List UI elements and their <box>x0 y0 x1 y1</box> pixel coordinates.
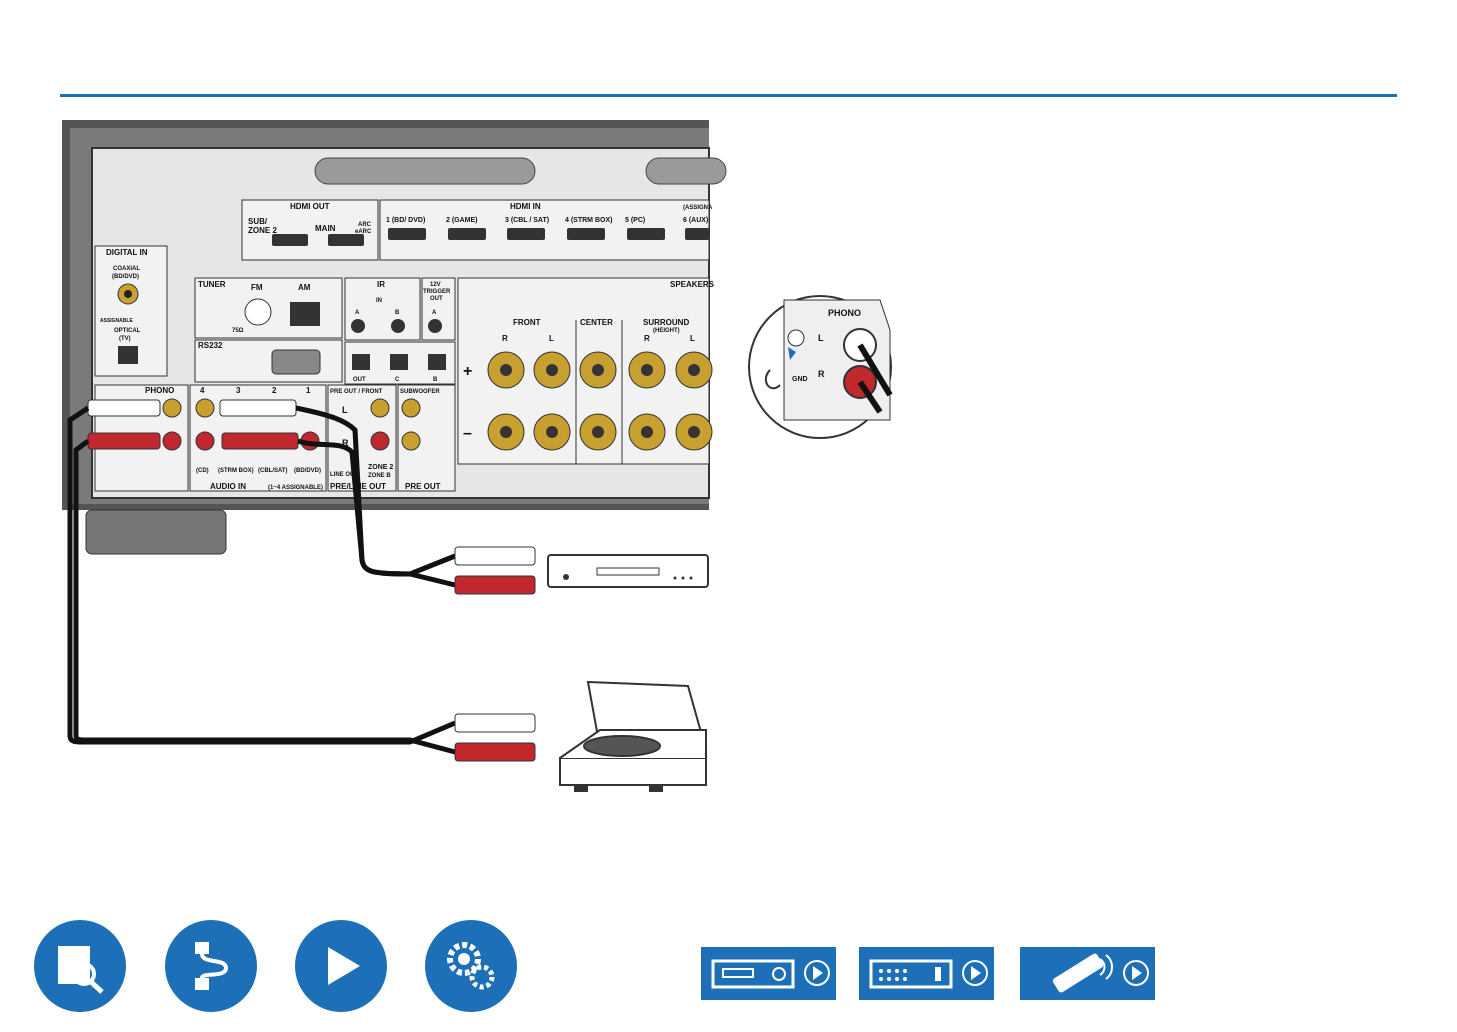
svg-text:(ASSIGNA: (ASSIGNA <box>683 205 713 211</box>
svg-text:1 (BD/ DVD): 1 (BD/ DVD) <box>386 217 425 224</box>
svg-text:OUT: OUT <box>430 296 443 302</box>
cable-connection-icon[interactable] <box>165 920 257 1012</box>
svg-text:CENTER: CENTER <box>580 318 613 327</box>
svg-text:SUBWOOFER: SUBWOOFER <box>400 389 440 395</box>
svg-text:6 (AUX): 6 (AUX) <box>683 217 708 224</box>
svg-text:(TV): (TV) <box>119 336 131 342</box>
svg-text:FM: FM <box>251 283 263 292</box>
svg-text:ZONE B: ZONE B <box>368 473 391 479</box>
header-rule <box>60 94 1397 97</box>
svg-text:PRE OUT / FRONT: PRE OUT / FRONT <box>330 389 383 395</box>
svg-text:SPEAKERS: SPEAKERS <box>670 280 715 289</box>
svg-text:PRE OUT: PRE OUT <box>405 482 441 491</box>
svg-text:PHONO: PHONO <box>145 386 174 395</box>
inset-phono-label: PHONO <box>828 308 861 318</box>
turntable-plugs <box>454 713 536 762</box>
svg-text:L: L <box>549 334 554 343</box>
svg-text:R: R <box>342 438 349 448</box>
svg-text:(1~4 ASSIGNABLE): (1~4 ASSIGNABLE) <box>268 485 323 491</box>
svg-text:AM: AM <box>298 283 311 292</box>
svg-text:(STRM BOX): (STRM BOX) <box>218 468 254 474</box>
svg-text:3 (CBL / SAT): 3 (CBL / SAT) <box>505 217 549 224</box>
svg-text:SURROUND: SURROUND <box>643 318 689 327</box>
svg-text:3: 3 <box>236 386 241 395</box>
svg-text:R: R <box>502 334 508 343</box>
svg-text:ZONE 2: ZONE 2 <box>248 226 277 235</box>
svg-text:COAXIAL: COAXIAL <box>113 266 140 272</box>
svg-text:(CBL/SAT): (CBL/SAT) <box>258 468 288 474</box>
svg-text:DIGITAL IN: DIGITAL IN <box>106 248 148 257</box>
phono-plugs <box>87 399 161 450</box>
phono-detail-inset: PHONO L R GND <box>748 295 893 439</box>
svg-text:C: C <box>395 377 400 383</box>
svg-text:2: 2 <box>272 386 277 395</box>
front-panel-icon[interactable] <box>701 947 836 1000</box>
cd-cable <box>295 405 456 588</box>
settings-gears-icon[interactable] <box>425 920 517 1012</box>
svg-text:L: L <box>690 334 695 343</box>
cd-player <box>547 554 709 588</box>
svg-text:FRONT: FRONT <box>513 318 541 327</box>
remote-control-icon[interactable] <box>1020 947 1155 1000</box>
svg-text:LINE OUT: LINE OUT <box>330 472 358 478</box>
svg-text:12V: 12V <box>430 282 441 288</box>
inset-l-label: L <box>818 333 824 343</box>
svg-text:4 (STRM BOX): 4 (STRM BOX) <box>565 217 612 224</box>
svg-text:1: 1 <box>306 386 311 395</box>
svg-text:R: R <box>644 334 650 343</box>
receiver-rear-panel: HDMI OUT SUB/ ZONE 2 MAIN ARC eARC HDMI … <box>62 120 727 555</box>
svg-text:A: A <box>432 310 437 316</box>
svg-text:eARC: eARC <box>355 229 372 235</box>
hdmi-out-header: HDMI OUT <box>290 202 330 211</box>
manual-book-icon[interactable] <box>34 920 126 1012</box>
svg-text:–: – <box>463 425 472 442</box>
svg-text:(CD): (CD) <box>196 468 209 474</box>
svg-text:IR: IR <box>377 280 385 289</box>
play-icon[interactable] <box>295 920 387 1012</box>
svg-text:OPTICAL: OPTICAL <box>114 328 141 334</box>
svg-text:ZONE 2: ZONE 2 <box>368 464 393 471</box>
phono-cable <box>67 405 456 755</box>
cd-plugs <box>454 546 536 595</box>
svg-text:4: 4 <box>200 386 205 395</box>
svg-text:TUNER: TUNER <box>198 280 226 289</box>
inset-r-label: R <box>818 369 825 379</box>
svg-text:(BD/DVD): (BD/DVD) <box>294 468 321 474</box>
svg-text:OUT: OUT <box>353 377 366 383</box>
rear-panel-icon[interactable] <box>859 947 994 1000</box>
svg-text:(BD/DVD): (BD/DVD) <box>112 274 139 280</box>
inset-gnd-label: GND <box>792 376 808 383</box>
svg-text:L: L <box>342 405 348 415</box>
svg-text:IN: IN <box>376 298 382 304</box>
turntable <box>559 680 708 792</box>
svg-text:SUB/: SUB/ <box>248 217 268 226</box>
svg-text:RS232: RS232 <box>198 341 223 350</box>
svg-text:+: + <box>463 363 472 380</box>
svg-text:(HEIGHT): (HEIGHT) <box>653 328 680 334</box>
svg-text:A: A <box>355 310 360 316</box>
svg-text:B: B <box>395 310 400 316</box>
svg-text:B: B <box>433 377 438 383</box>
svg-text:MAIN: MAIN <box>315 224 336 233</box>
svg-text:5 (PC): 5 (PC) <box>625 217 645 224</box>
audio-in-plugs <box>219 399 299 450</box>
svg-text:AUDIO IN: AUDIO IN <box>210 482 246 491</box>
svg-text:HDMI IN: HDMI IN <box>510 202 541 211</box>
svg-text:75Ω: 75Ω <box>232 328 244 334</box>
svg-text:TRIGGER: TRIGGER <box>423 289 451 295</box>
svg-text:ASSIGNABLE: ASSIGNABLE <box>100 318 133 324</box>
svg-text:ARC: ARC <box>358 222 372 228</box>
svg-text:2 (GAME): 2 (GAME) <box>446 217 478 224</box>
